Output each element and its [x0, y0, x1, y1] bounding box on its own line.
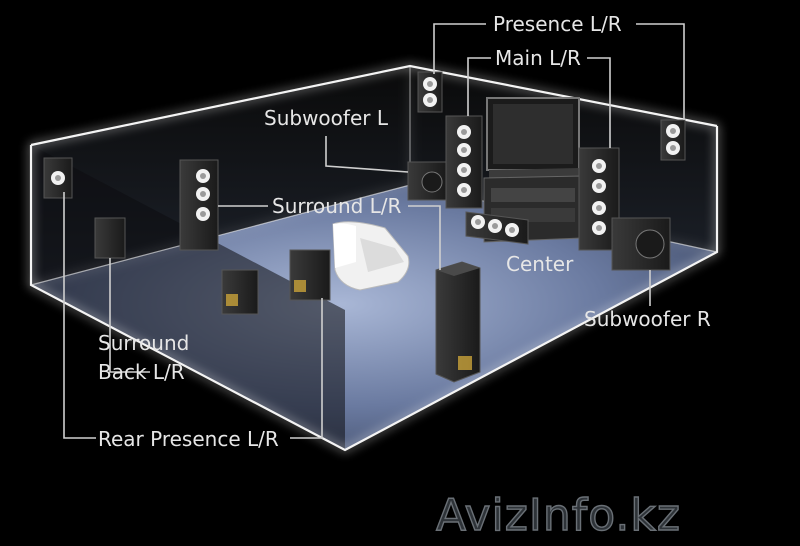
surround-back-left-speaker	[221, 269, 259, 315]
label-center: Center	[506, 252, 574, 276]
label-surround-back-line2: Back L/R	[98, 360, 185, 384]
surround-left-speaker	[179, 159, 219, 251]
subwoofer-left	[407, 161, 447, 201]
subwoofer-right	[611, 217, 671, 271]
surround-right-speaker	[435, 261, 481, 383]
tv	[486, 97, 580, 184]
rear-presence-left-speaker	[94, 217, 126, 259]
label-main: Main L/R	[495, 46, 581, 70]
presence-front-left-speaker	[417, 71, 443, 113]
presence-left-speaker	[43, 157, 73, 199]
label-subwoofer-left: Subwoofer L	[264, 106, 389, 130]
surround-back-right-speaker	[289, 249, 331, 301]
label-surround-back-line1: Surround	[98, 331, 189, 355]
label-surround: Surround L/R	[272, 194, 402, 218]
label-subwoofer-right: Subwoofer R	[584, 307, 711, 331]
label-presence: Presence L/R	[493, 12, 622, 36]
center-speaker	[465, 211, 529, 245]
main-left-speaker	[445, 115, 483, 209]
leader-lines	[63, 23, 685, 439]
presence-front-right-speaker	[660, 119, 686, 161]
watermark: AvizInfo.kz	[436, 490, 681, 541]
label-rear-presence: Rear Presence L/R	[98, 427, 279, 451]
sofa	[332, 221, 410, 291]
